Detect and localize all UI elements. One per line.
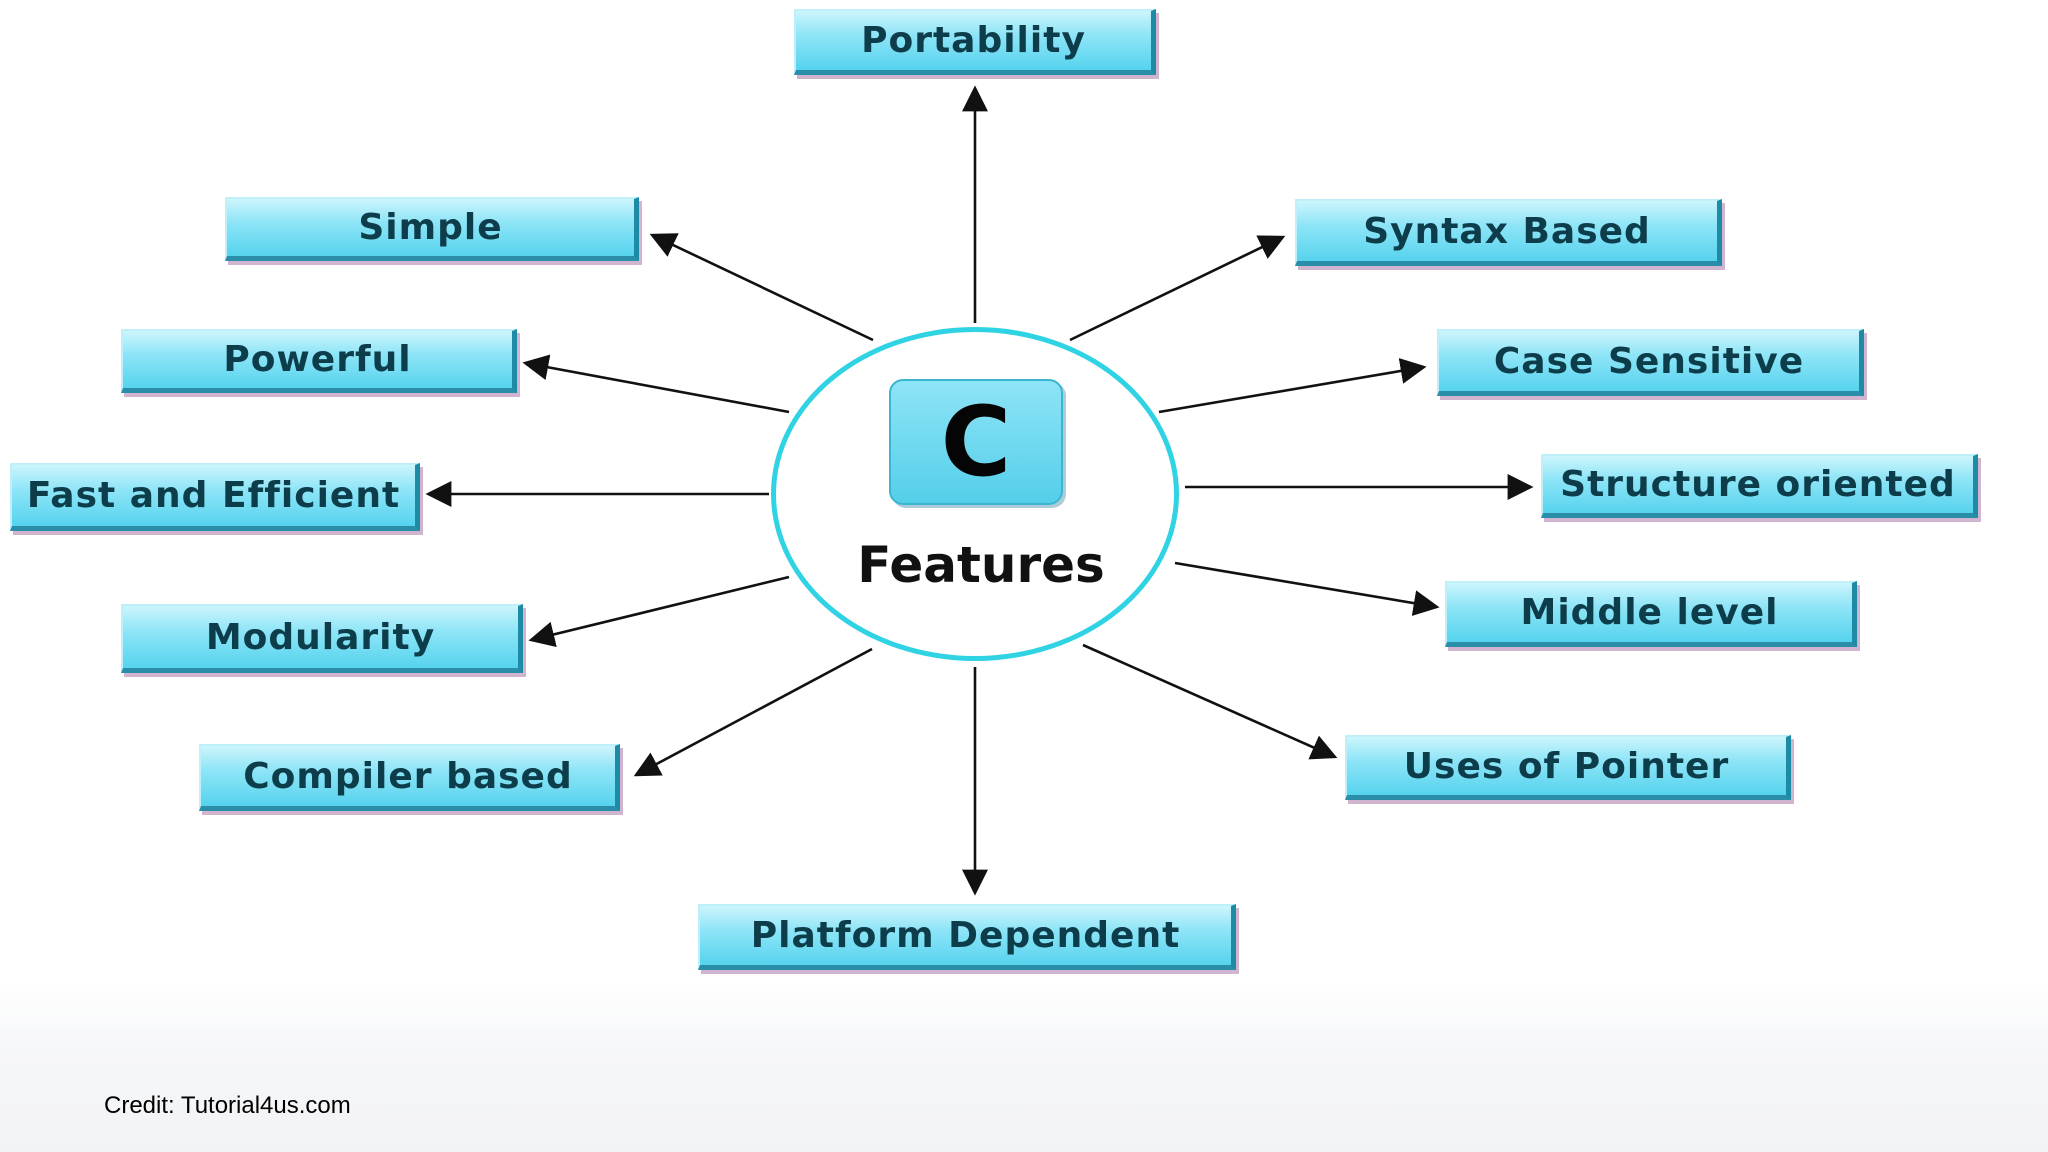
bottom-band [0,980,2048,1152]
feature-uses-of-pointer: Uses of Pointer [1345,735,1791,800]
arrow-compiler-based [633,647,873,777]
arrow-uses-of-pointer [1082,643,1338,760]
credit-text: Credit: Tutorial4us.com [104,1092,351,1119]
arrow-middle-level [1174,561,1440,616]
feature-structure-oriented: Structure oriented [1541,454,1978,518]
feature-compiler-based: Compiler based [199,744,620,811]
hub-title: Features [857,536,1105,594]
arrow-syntax-based [1069,235,1286,342]
feature-case-sensitive: Case Sensitive [1437,329,1864,396]
feature-syntax-based: Syntax Based [1295,199,1722,266]
feature-modularity: Modularity [121,604,523,673]
arrow-powerful [522,354,790,414]
feature-platform-dependent: Platform Dependent [698,904,1236,970]
feature-fast-and-efficient: Fast and Efficient [10,463,420,531]
arrow-modularity [528,575,790,648]
feature-simple: Simple [225,197,639,261]
feature-portability: Portability [794,9,1156,75]
feature-powerful: Powerful [121,329,517,393]
hub-badge: C [889,379,1063,505]
arrow-case-sensitive [1158,358,1427,414]
feature-middle-level: Middle level [1445,581,1857,647]
arrow-simple [649,233,874,342]
